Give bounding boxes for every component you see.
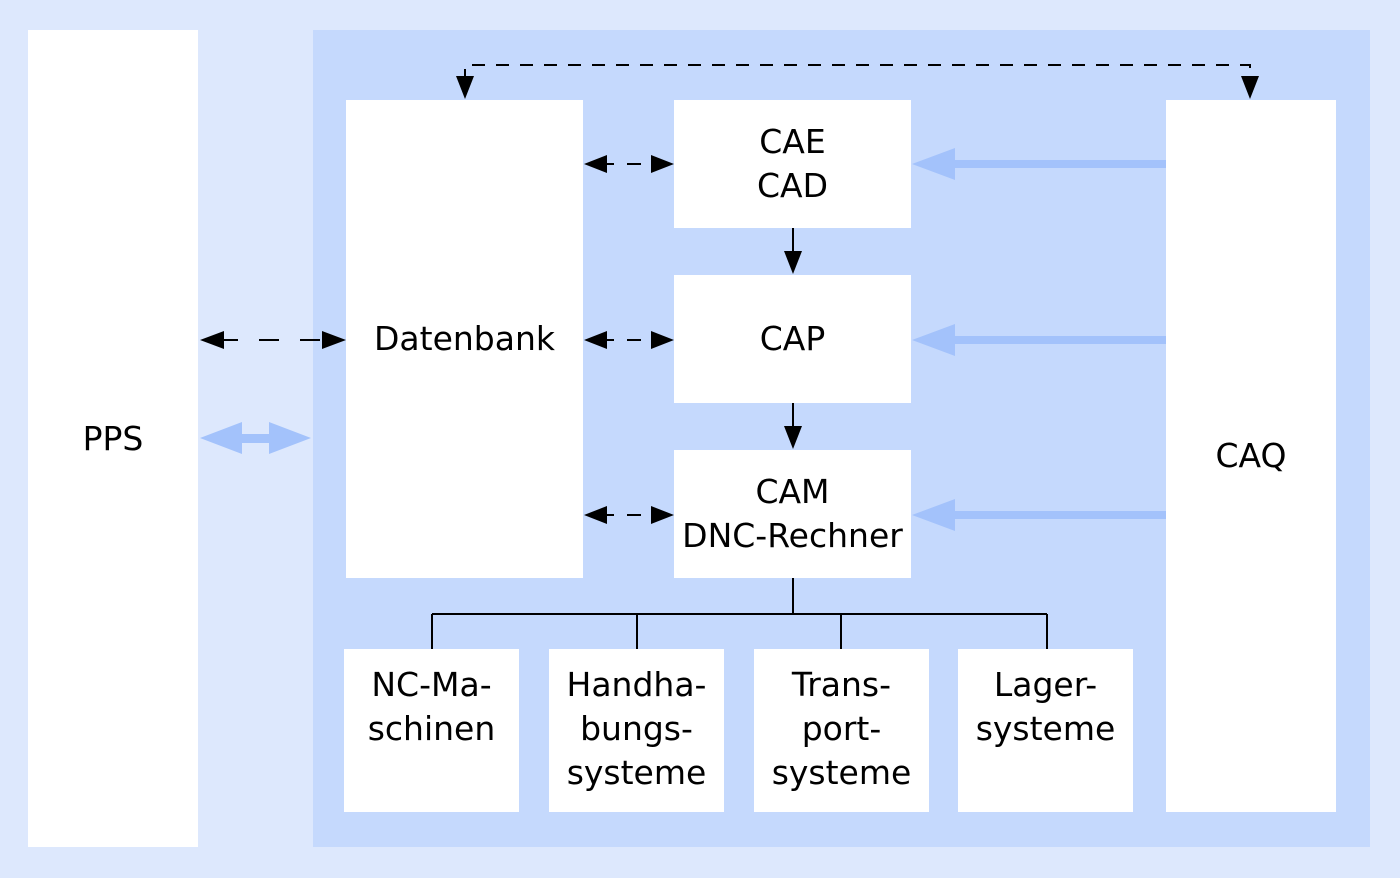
pps-panel-thick-link [238,434,272,443]
caq-cae-thick-link [950,160,1166,168]
cae-cad-box: CAE CAD [674,100,911,228]
db-cae-arrowhead-left [584,155,607,173]
cam-label: CAM DNC-Rechner [682,472,903,555]
lagersysteme-box: Lager- systeme [958,649,1133,812]
handhabungssysteme-label: Handha- bungs- systeme [566,665,707,792]
cam-machines-tree [431,578,1048,649]
cae-cap-arrowhead [784,251,802,274]
caq-cae-arrowhead [912,148,955,180]
pps-db-arrowhead-left [200,331,224,349]
nc-maschinen-label: NC-Ma- schinen [367,665,496,748]
cae-cad-label: CAE CAD [756,122,829,205]
db-cap-arrowhead-right [651,331,674,349]
nc-maschinen-box: NC-Ma- schinen [344,649,519,812]
db-cam-arrowhead-right [651,506,674,524]
caq-label: CAQ [1215,436,1287,475]
db-caq-arrowhead-left [456,76,474,99]
cap-box: CAP [674,275,911,403]
datenbank-label: Datenbank [374,319,555,358]
caq-cap-arrowhead [912,324,955,356]
cam-box: CAM DNC-Rechner [674,450,911,578]
transportsysteme-label: Trans- port- systeme [771,665,912,792]
db-cam-arrowhead-left [584,506,607,524]
caq-box: CAQ [1166,100,1336,812]
pps-panel-arrowhead-left [200,422,242,454]
caq-cap-thick-link [950,336,1166,344]
caq-cam-arrowhead [912,499,955,531]
cap-label: CAP [759,319,826,358]
transportsysteme-box: Trans- port- systeme [754,649,929,812]
db-caq-dashed-link [464,64,1251,82]
caq-cam-thick-link [950,511,1166,519]
pps-db-arrowhead-right [322,331,346,349]
db-cap-arrowhead-left [584,331,607,349]
cap-cam-arrowhead [784,426,802,449]
lagersysteme-label: Lager- systeme [975,665,1116,748]
pps-box: PPS [28,30,198,847]
handhabungssysteme-box: Handha- bungs- systeme [549,649,724,812]
pps-label: PPS [82,418,144,458]
db-caq-arrowhead-right [1241,76,1259,99]
db-cae-arrowhead-right [651,155,674,173]
pps-panel-arrowhead-right [269,422,311,454]
datenbank-box: Datenbank [346,100,583,578]
